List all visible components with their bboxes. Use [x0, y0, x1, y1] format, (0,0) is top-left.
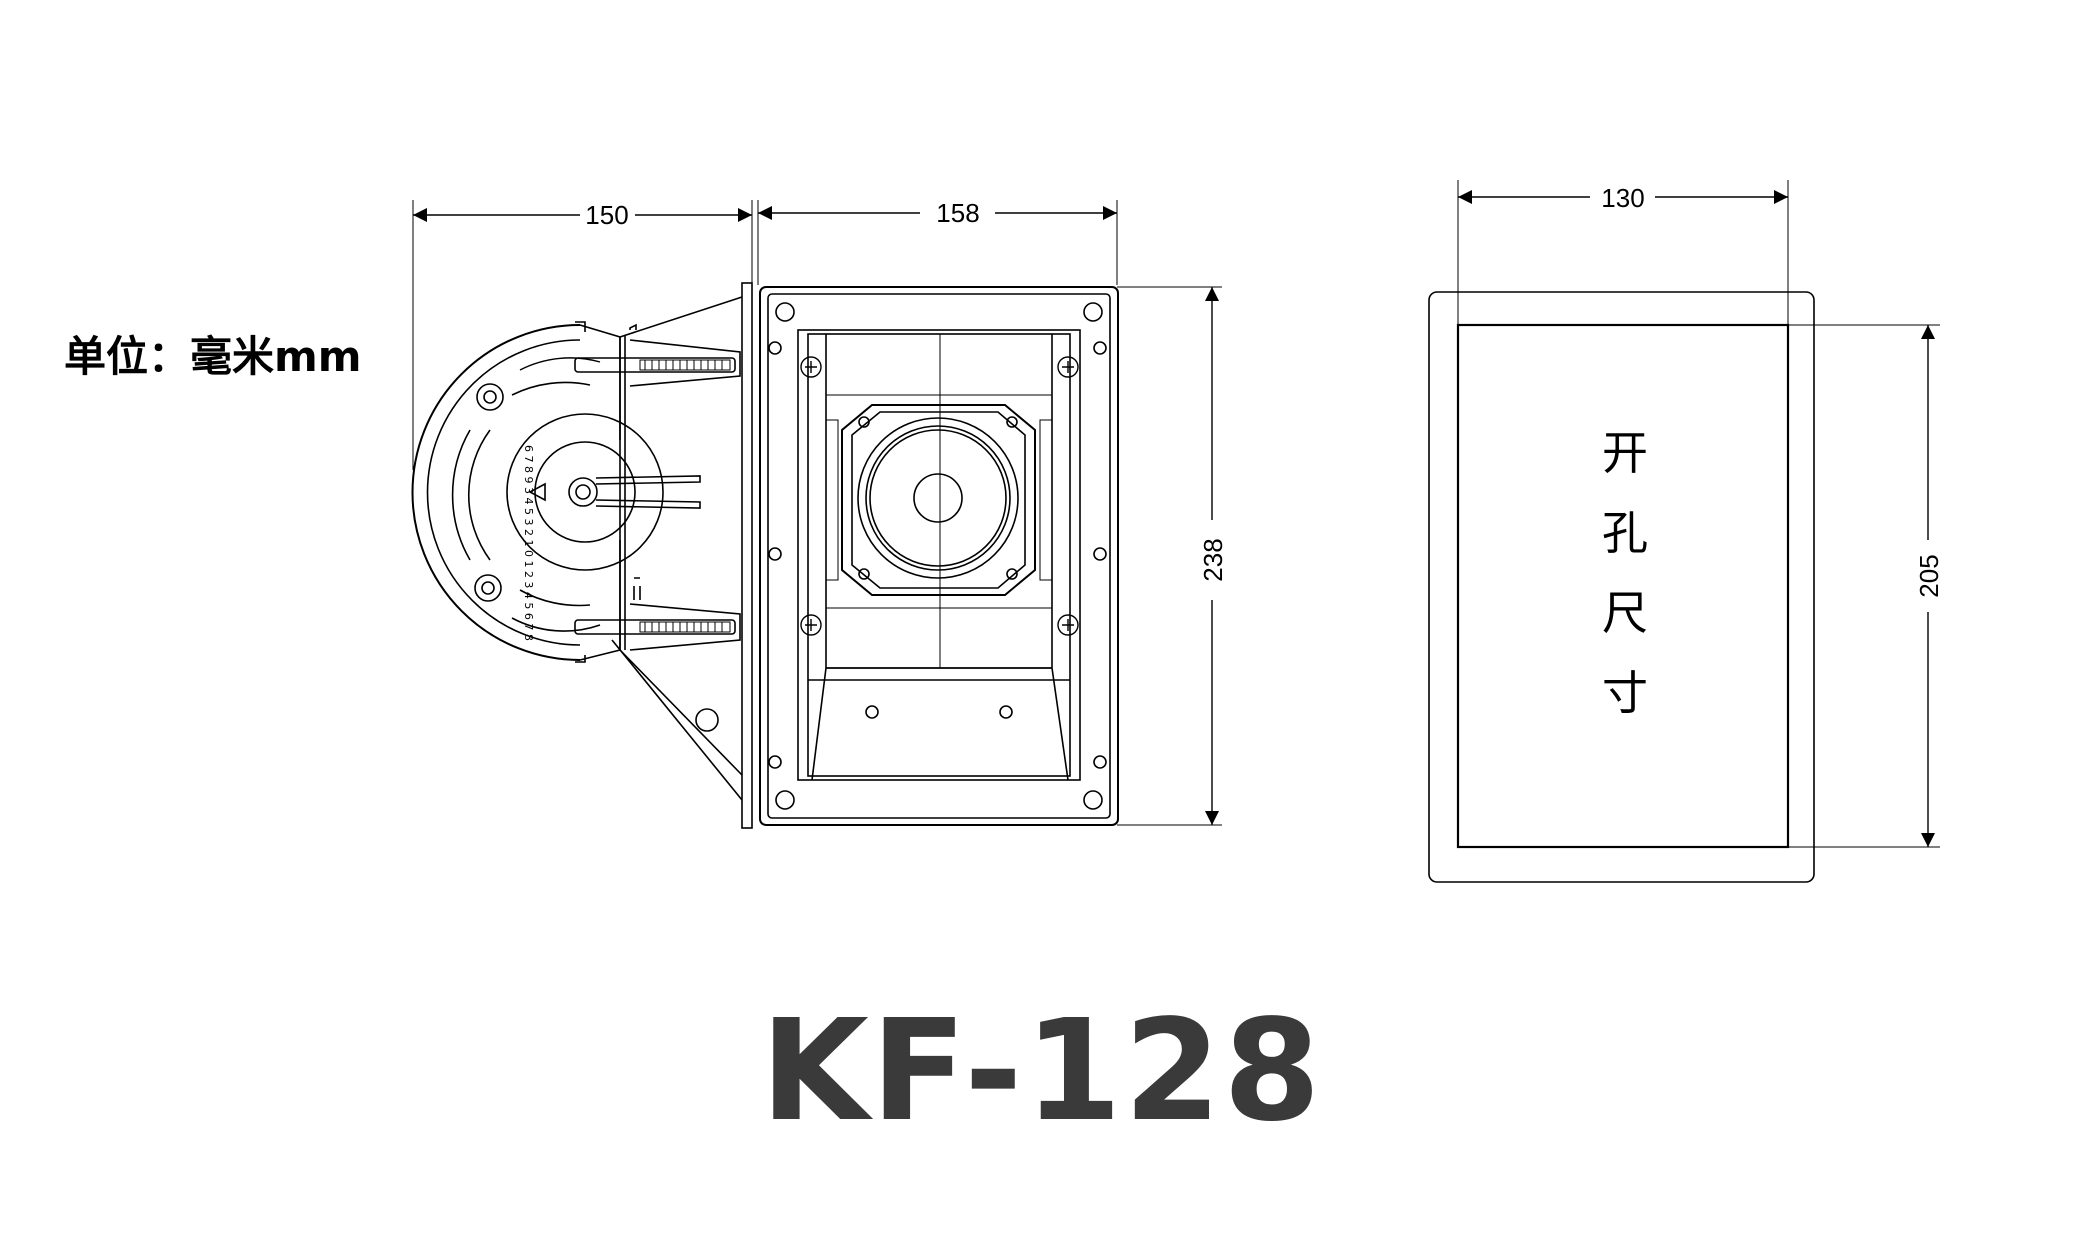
cutout-char-3: 尺	[1602, 586, 1648, 640]
dim-cutout-height: 205	[1914, 554, 1944, 597]
cutout-char-1: 开	[1602, 426, 1648, 480]
dim-side-depth: 150	[585, 200, 628, 230]
front-view	[757, 200, 1222, 826]
side-view	[411, 200, 753, 829]
dim-front-height: 238	[1198, 538, 1228, 581]
unit-label: 单位：毫米mm	[64, 332, 362, 381]
dim-front-width: 158	[936, 198, 979, 228]
model-title: KF-128	[760, 990, 1323, 1153]
cutout-char-4: 寸	[1602, 666, 1648, 720]
cutout-view	[1428, 180, 1940, 883]
cutout-label: 开 孔 尺 寸	[1590, 430, 1660, 716]
cutout-char-2: 孔	[1602, 506, 1648, 560]
dim-cutout-width: 130	[1601, 183, 1644, 213]
dial-numbers: 6 7 8 9 3 4 5 3 2 1 0 1 2 3 4 5 6 7 8	[522, 445, 535, 641]
